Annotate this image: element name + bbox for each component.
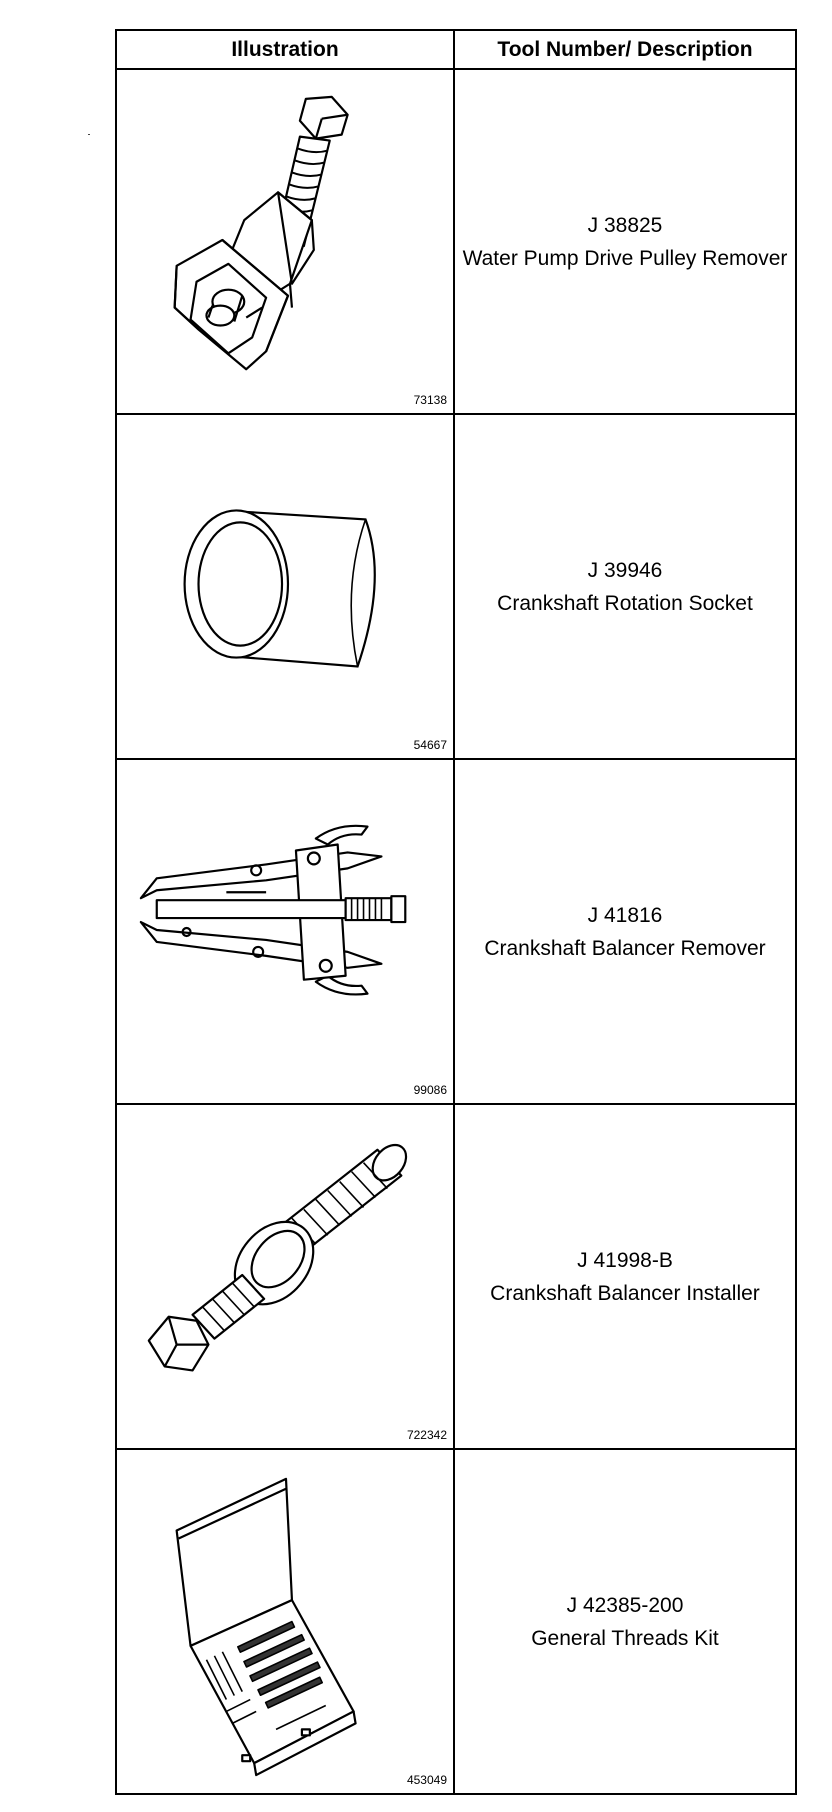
header-row: Illustration Tool Number/ Description: [115, 29, 797, 70]
table-row: 54667 J 39946 Crankshaft Rotation Socket: [115, 413, 797, 760]
description-cell: J 39946 Crankshaft Rotation Socket: [453, 413, 797, 760]
pulley-remover-icon: [173, 95, 349, 371]
balancer-puller-icon: [139, 824, 407, 996]
illustration-cell: 722342: [115, 1103, 455, 1450]
tool-number: J 39946: [587, 558, 663, 582]
description-cell: J 38825 Water Pump Drive Pulley Remover: [453, 68, 797, 415]
tool-description: Crankshaft Rotation Socket: [497, 591, 753, 615]
figure-number: 453049: [406, 1773, 447, 1787]
table-row: 722342 J 41998-B Crankshaft Balancer Ins…: [115, 1103, 797, 1450]
illustration-cell: 99086: [115, 758, 455, 1105]
tool-number: J 38825: [587, 213, 663, 237]
table-row: 73138 J 38825 Water Pump Drive Pulley Re…: [115, 68, 797, 415]
tool-description: General Threads Kit: [531, 1626, 719, 1650]
tool-number: J 41816: [587, 903, 663, 927]
table-row: 99086 J 41816 Crankshaft Balancer Remove…: [115, 758, 797, 1105]
illustration-cell: 54667: [115, 413, 455, 760]
special-tools-table: Illustration Tool Number/ Description: [115, 29, 797, 1795]
tool-number: J 41998-B: [577, 1248, 673, 1272]
description-cell: J 41998-B Crankshaft Balancer Installer: [453, 1103, 797, 1450]
tool-description: Crankshaft Balancer Installer: [490, 1281, 760, 1305]
illustration-cell: 73138: [115, 68, 455, 415]
tool-description: Water Pump Drive Pulley Remover: [462, 246, 788, 270]
figure-number: 99086: [413, 1083, 447, 1097]
description-cell: J 41816 Crankshaft Balancer Remover: [453, 758, 797, 1105]
figure-number: 722342: [406, 1428, 447, 1442]
balancer-installer-icon: [147, 1143, 408, 1372]
tool-number: J 42385-200: [566, 1593, 684, 1617]
threads-kit-icon: [175, 1477, 357, 1777]
illustration-cell: 453049: [115, 1448, 455, 1795]
table-row: 453049 J 42385-200 General Threads Kit: [115, 1448, 797, 1795]
figure-number: 73138: [413, 393, 447, 407]
figure-number: 54667: [413, 738, 447, 752]
tool-description: Crankshaft Balancer Remover: [484, 936, 766, 960]
stray-mark: [88, 134, 90, 135]
description-cell: J 42385-200 General Threads Kit: [453, 1448, 797, 1795]
socket-icon: [183, 509, 376, 668]
tool-number-description-header: Tool Number/ Description: [453, 29, 797, 70]
illustration-header: Illustration: [115, 29, 455, 70]
